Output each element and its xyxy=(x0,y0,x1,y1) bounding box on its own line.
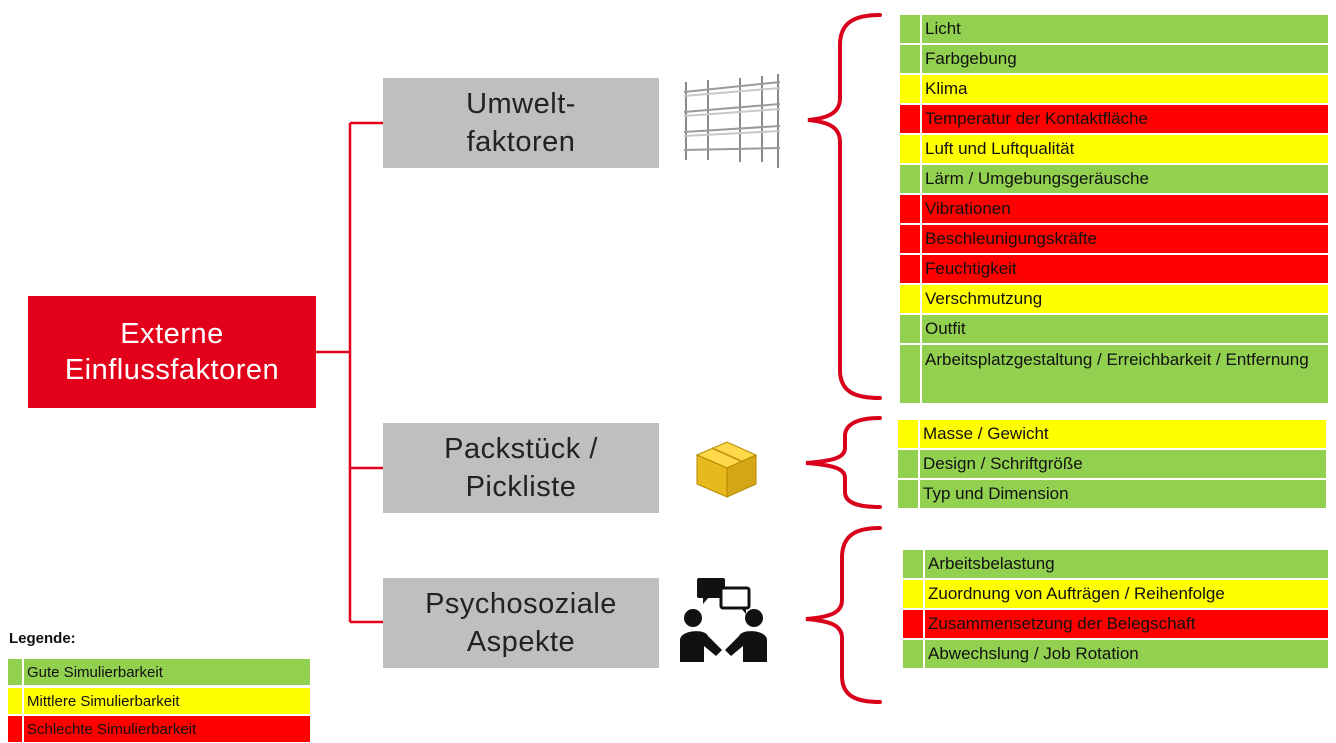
legend-item-bad: Schlechte Simulierbarkeit xyxy=(8,716,310,742)
factor-item: Zuordnung von Aufträgen / Reihenfolge xyxy=(903,580,1328,608)
people-talking-icon xyxy=(680,578,767,662)
factor-item: Lärm / Umgebungsgeräusche xyxy=(900,165,1328,193)
factor-item: Klima xyxy=(900,75,1328,103)
factor-item: Typ und Dimension xyxy=(898,480,1326,508)
box-icon xyxy=(695,441,758,498)
factor-item: Farbgebung xyxy=(900,45,1328,73)
legend-item-medium: Mittlere Simulierbarkeit xyxy=(8,688,310,714)
factor-item: Abwechslung / Job Rotation xyxy=(903,640,1328,668)
category-line-2: Aspekte xyxy=(466,626,576,658)
factor-item: Temperatur der Kontaktfläche xyxy=(900,105,1328,133)
factor-item: Design / Schriftgröße xyxy=(898,450,1326,478)
factor-item: Outfit xyxy=(900,315,1328,343)
factor-item: Verschmutzung xyxy=(900,285,1328,313)
category-line-1: Psychosoziale xyxy=(425,588,617,620)
brace-umweltfaktoren xyxy=(807,13,882,400)
factor-item: Arbeitsbelastung xyxy=(903,550,1328,578)
root-node: Externe Einflussfaktoren xyxy=(28,296,316,408)
factor-item: Luft und Luftqualität xyxy=(900,135,1328,163)
factor-item: Zusammensetzung der Belegschaft xyxy=(903,610,1328,638)
factor-item: Licht xyxy=(900,15,1328,43)
brace-psychosozial xyxy=(805,526,882,704)
factor-item: Vibrationen xyxy=(900,195,1328,223)
category-packstueck: Packstück / Pickliste xyxy=(383,423,659,513)
factor-item: Masse / Gewicht xyxy=(898,420,1326,448)
brace-packstueck xyxy=(805,416,882,509)
category-umweltfaktoren: Umwelt- faktoren xyxy=(383,78,659,168)
category-line-1: Umwelt- xyxy=(466,88,576,120)
tree-connectors xyxy=(316,121,383,624)
category-line-1: Packstück / xyxy=(444,433,598,465)
factor-item: Feuchtigkeit xyxy=(900,255,1328,283)
factor-item: Beschleunigungskräfte xyxy=(900,225,1328,253)
legend-item-good: Gute Simulierbarkeit xyxy=(8,659,310,685)
root-line-1: Externe xyxy=(120,318,224,350)
factor-item: Arbeitsplatzgestaltung / Erreichbarkeit … xyxy=(900,345,1328,403)
root-line-2: Einflussfaktoren xyxy=(64,354,280,386)
category-line-2: Pickliste xyxy=(465,471,577,503)
category-psychosozial: Psychosoziale Aspekte xyxy=(383,578,659,668)
legend-title: Legende: xyxy=(9,630,76,647)
shelf-icon xyxy=(683,74,781,168)
category-line-2: faktoren xyxy=(466,126,576,158)
